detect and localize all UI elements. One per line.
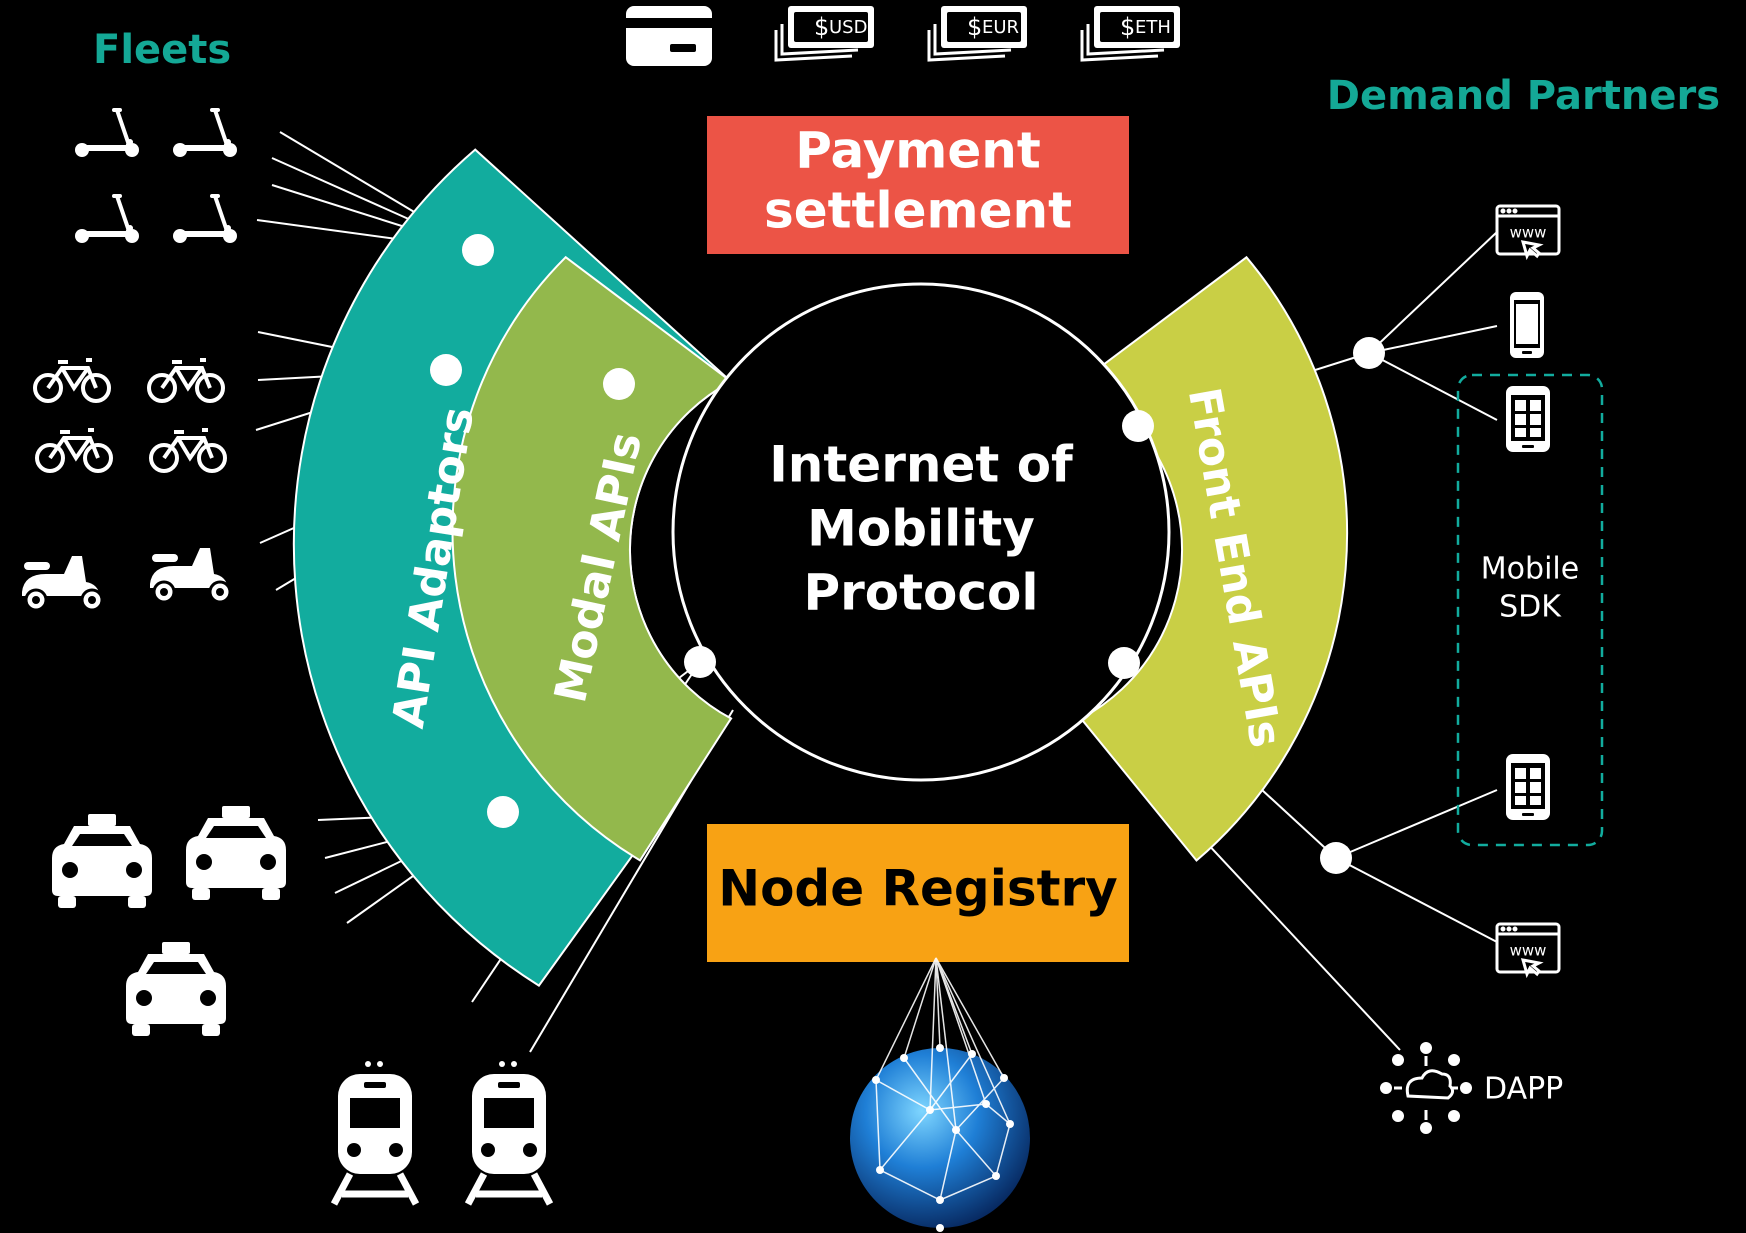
dapp-cloud-icon [1380,1042,1472,1134]
bicycle-icon [149,428,227,473]
taxi-icon [186,806,286,900]
bicycle-icon [33,358,111,403]
connection-nodes [430,234,1385,874]
smartphone-apps-icon [1506,386,1550,452]
usd-label: USD [829,17,867,38]
svg-text:www: www [1510,224,1547,242]
svg-text:$: $ [1120,13,1135,41]
moped-icon [148,546,232,604]
bicycle-icon [35,428,113,473]
demand-partners-heading: Demand Partners [1327,73,1720,119]
modal-apis-arc [451,255,733,862]
train-icon [334,1061,416,1204]
front-end-apis-arc [1079,255,1349,862]
bicycle-icon [147,358,225,403]
mobile-sdk-box [1456,373,1604,847]
center-title-line3: Protocol [803,564,1038,622]
moped-icon [20,554,104,612]
payment-line2: settlement [764,182,1072,240]
eur-label: EUR [982,17,1019,38]
sdk-line1: Mobile [1481,552,1579,587]
scooter-icon [75,110,139,157]
scooter-icon [173,110,237,157]
fleets-heading: Fleets [93,27,231,73]
taxi-icon [52,814,152,908]
globe-icon [850,957,1030,1232]
svg-text:$: $ [967,13,982,41]
usd-bill-icon: $ USD [774,4,876,62]
credit-card-icon [626,6,712,66]
scooter-icon [173,196,237,243]
dapp-label: DAPP [1484,1072,1563,1107]
center-title-line1: Internet of [769,436,1074,494]
svg-text:$: $ [814,13,829,41]
scooter-icon [75,196,139,243]
protocol-circle [671,282,1171,782]
svg-text:www: www [1510,942,1547,960]
payment-line1: Payment [795,122,1041,180]
train-icon [468,1061,550,1204]
eth-bill-icon: $ ETH [1080,4,1182,62]
node-registry-box [707,824,1129,962]
eur-bill-icon: $ EUR [927,4,1029,62]
smartphone-icon [1510,292,1544,358]
payment-settlement-box [707,116,1129,254]
sdk-line2: SDK [1499,590,1562,625]
center-title-line2: Mobility [807,500,1035,558]
smartphone-apps-icon [1506,754,1550,820]
eth-label: ETH [1135,17,1171,38]
node-registry-label: Node Registry [718,860,1118,918]
taxi-icon [126,942,226,1036]
